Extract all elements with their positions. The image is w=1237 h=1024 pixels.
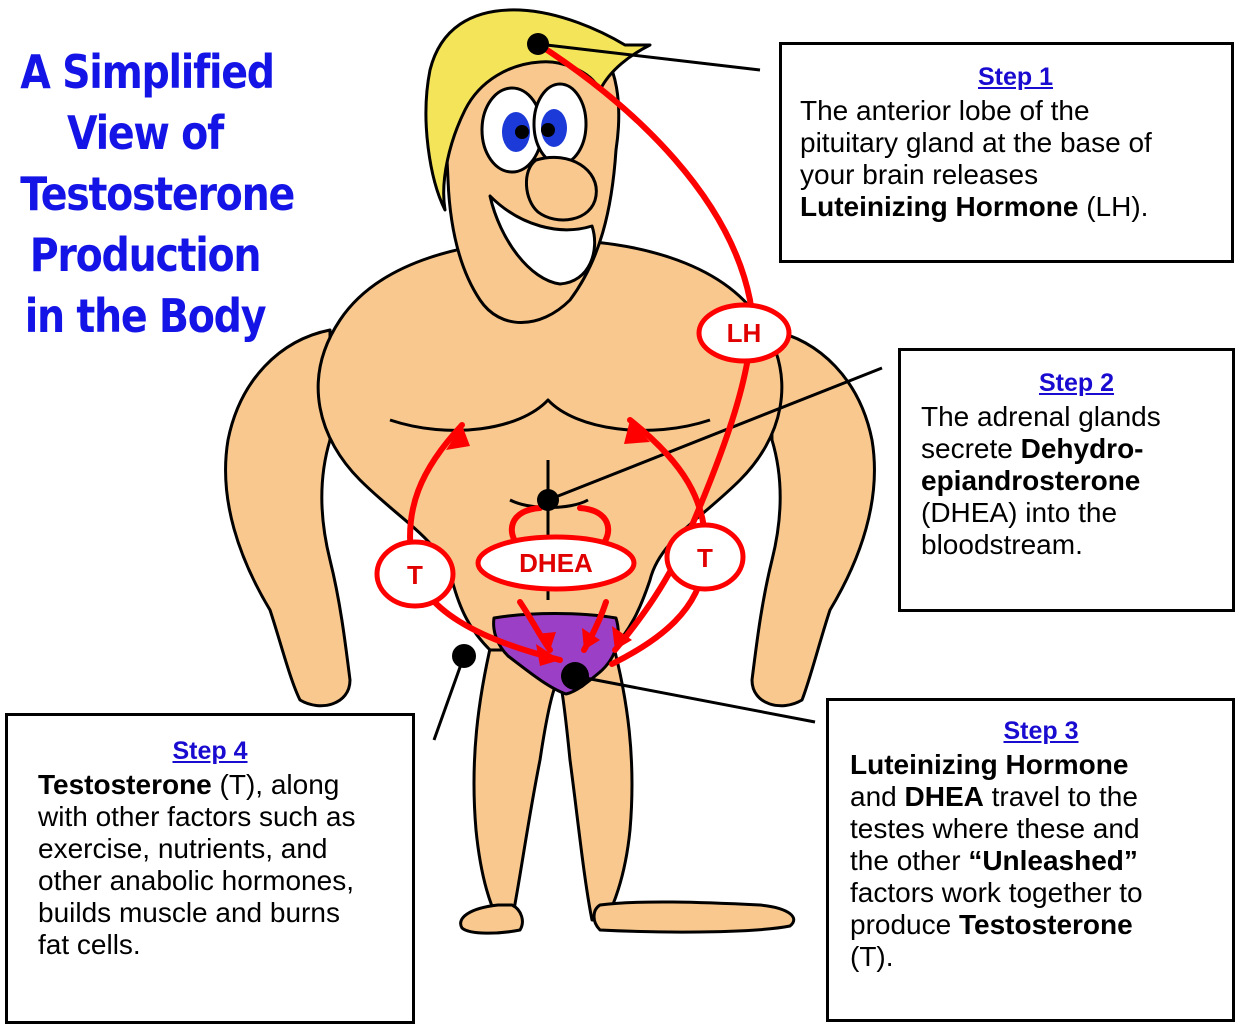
step1-line: your brain releases — [800, 159, 1231, 191]
line-text: travel to the — [984, 781, 1138, 812]
step4-line: builds muscle and burns — [38, 897, 412, 929]
step3-heading[interactable]: Step 3 — [850, 715, 1232, 747]
label-t-right: T — [667, 525, 743, 589]
step2-line: bloodstream. — [921, 529, 1232, 561]
label-lh: LH — [699, 305, 789, 361]
step2-line: The adrenal glands — [921, 401, 1232, 433]
step2-line: epiandrosterone — [921, 465, 1232, 497]
label-t-left: T — [377, 542, 453, 606]
label-dhea: DHEA — [478, 537, 634, 589]
label-lh-text: LH — [727, 318, 762, 348]
step4-line: other anabolic hormones, — [38, 865, 412, 897]
bold-term: Testosterone — [959, 909, 1133, 940]
label-dhea-text: DHEA — [519, 548, 593, 578]
step3-line: the other “Unleashed” — [850, 845, 1232, 877]
step1-line: The anterior lobe of the — [800, 95, 1231, 127]
step2-heading[interactable]: Step 2 — [921, 367, 1232, 399]
line-text: (LH). — [1078, 191, 1148, 222]
step3-line: and DHEA travel to the — [850, 781, 1232, 813]
bold-term: Dehydro- — [1021, 433, 1144, 464]
right-foot — [594, 902, 794, 932]
bold-term: “Unleashed” — [968, 845, 1138, 876]
testes-dot — [561, 662, 589, 690]
line-text: secrete — [921, 433, 1021, 464]
pointer-step4 — [434, 656, 464, 740]
pituitary-dot — [527, 33, 549, 55]
step2-line: (DHEA) into the — [921, 497, 1232, 529]
step1-heading[interactable]: Step 1 — [800, 61, 1231, 93]
left-foot — [461, 905, 523, 933]
right-pupil — [541, 123, 555, 137]
step3-line: testes where these and — [850, 813, 1232, 845]
step3-line: factors work together to — [850, 877, 1232, 909]
label-t-left-text: T — [407, 560, 423, 590]
label-t-right-text: T — [697, 543, 713, 573]
step3-box: Step 3 Luteinizing Hormone and DHEA trav… — [826, 698, 1235, 1022]
bold-term: Testosterone — [38, 769, 212, 800]
adrenal-dot — [537, 489, 559, 511]
step1-line: Luteinizing Hormone (LH). — [800, 191, 1231, 223]
nose — [526, 157, 596, 220]
muscle-dot — [452, 644, 476, 668]
step4-line: with other factors such as — [38, 801, 412, 833]
left-pupil — [515, 125, 529, 139]
step4-box: Step 4 Testosterone (T), along with othe… — [5, 713, 415, 1024]
bold-term: DHEA — [905, 781, 984, 812]
line-text: produce — [850, 909, 959, 940]
step4-line: exercise, nutrients, and — [38, 833, 412, 865]
step3-line: (T). — [850, 941, 1232, 973]
line-text: and — [850, 781, 905, 812]
step4-heading[interactable]: Step 4 — [8, 735, 412, 767]
step3-line: Luteinizing Hormone — [850, 749, 1232, 781]
step3-line: produce Testosterone — [850, 909, 1232, 941]
bold-term: epiandrosterone — [921, 465, 1140, 496]
bold-term: Luteinizing Hormone — [850, 749, 1128, 780]
line-text: (T), along — [212, 769, 340, 800]
bold-term: Luteinizing Hormone — [800, 191, 1078, 222]
step1-line: pituitary gland at the base of — [800, 127, 1231, 159]
step4-line: Testosterone (T), along — [38, 769, 412, 801]
step1-box: Step 1 The anterior lobe of the pituitar… — [779, 42, 1234, 263]
line-text: the other — [850, 845, 968, 876]
step2-line: secrete Dehydro- — [921, 433, 1232, 465]
step2-box: Step 2 The adrenal glands secrete Dehydr… — [898, 348, 1235, 612]
step4-line: fat cells. — [38, 929, 412, 961]
